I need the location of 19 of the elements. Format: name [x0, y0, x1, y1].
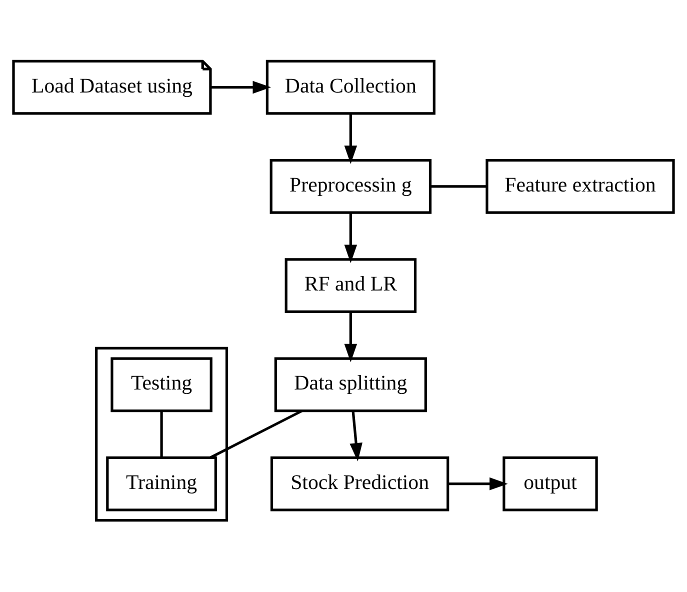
arrow	[210, 80, 272, 94]
node-box: RF and LR	[284, 258, 417, 313]
node-box: Data Collection	[266, 60, 436, 115]
node-box: Testing	[110, 357, 212, 412]
arrow	[350, 410, 362, 462]
node-box: Stock Prediction	[270, 456, 450, 512]
cluster	[95, 346, 228, 522]
connector	[430, 185, 487, 188]
node-box: Data splitting	[274, 357, 427, 412]
node-box: Training	[106, 456, 217, 512]
arrow	[344, 113, 358, 164]
connector	[160, 410, 163, 458]
arrow	[344, 312, 358, 362]
node-box: Preprocessin g	[270, 159, 432, 214]
node-box: output	[502, 456, 598, 512]
connector	[210, 410, 303, 459]
arrow	[448, 477, 508, 490]
node-box: Feature extraction	[486, 159, 675, 214]
arrow	[344, 212, 358, 264]
